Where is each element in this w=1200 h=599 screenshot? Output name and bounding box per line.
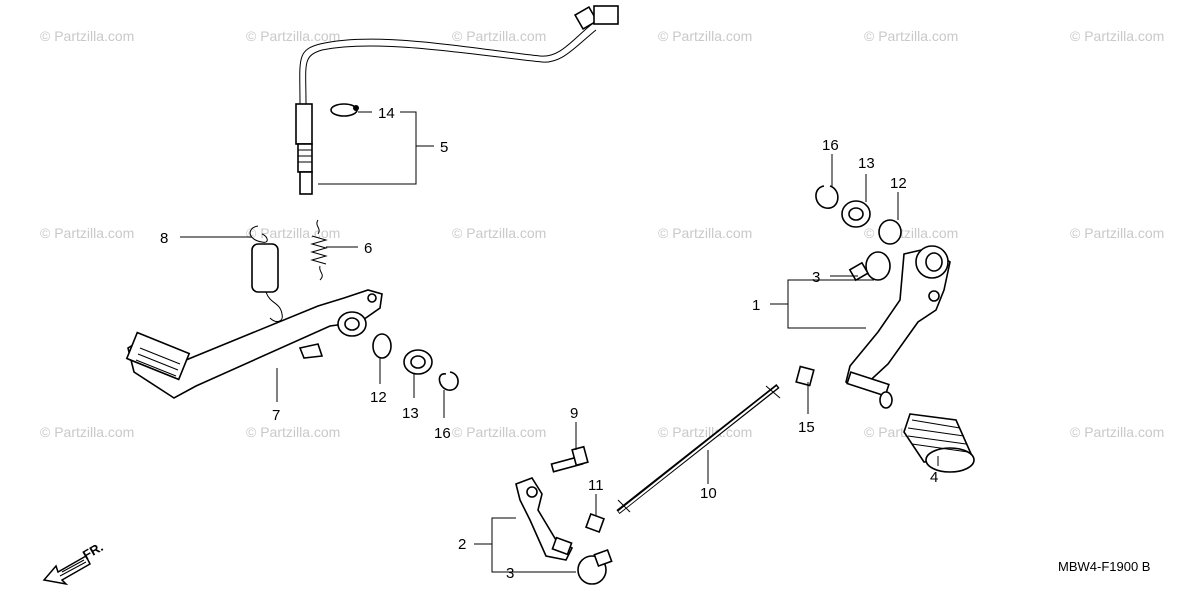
- watermark-grid: © Partzilla.com © Partzilla.com © Partzi…: [40, 28, 1164, 440]
- front-arrow-icon: FR.: [42, 539, 106, 586]
- clip-part: [330, 103, 358, 117]
- leader-lines: [180, 111, 939, 573]
- tie-rod-part: [616, 384, 781, 514]
- watermark: © Partzilla.com: [452, 424, 546, 440]
- ball-joint-part: [577, 548, 613, 585]
- callout-5: 5: [440, 139, 448, 156]
- thick-washer-hole-right: [848, 207, 864, 221]
- watermark: © Partzilla.com: [864, 225, 958, 241]
- bolt-part: [550, 445, 589, 473]
- watermark: © Partzilla.com: [40, 225, 134, 241]
- diagram-code: MBW4-F1900 B: [1058, 559, 1150, 574]
- callout-1: 1: [752, 297, 760, 314]
- brake-switch-assembly: [295, 5, 619, 195]
- callout-16: 16: [434, 425, 451, 442]
- watermark: © Partzilla.com: [658, 225, 752, 241]
- switch-spring: [310, 219, 328, 281]
- watermark: © Partzilla.com: [658, 424, 752, 440]
- callout-4: 4: [930, 469, 938, 486]
- watermark: © Partzilla.com: [1070, 225, 1164, 241]
- pivot-bolt-right: [848, 251, 891, 282]
- small-nut-part: [585, 513, 605, 533]
- watermark: © Partzilla.com: [658, 28, 752, 44]
- callout-11: 11: [588, 477, 604, 494]
- watermark: © Partzilla.com: [40, 28, 134, 44]
- callout-12: 12: [370, 389, 387, 406]
- clip-dot: [353, 105, 359, 111]
- watermark: © Partzilla.com: [1070, 424, 1164, 440]
- callout-10: 10: [700, 485, 717, 502]
- callout-8: 8: [160, 230, 168, 247]
- callout-13-right: 13: [858, 155, 875, 172]
- washer-part: [372, 333, 392, 359]
- brake-pedal-part: [125, 289, 383, 399]
- watermark: © Partzilla.com: [452, 28, 546, 44]
- snap-ring-part-right: [815, 185, 839, 209]
- callout-2: 2: [458, 536, 466, 553]
- watermark: © Partzilla.com: [246, 28, 340, 44]
- nut-part: [795, 365, 815, 387]
- watermark: © Partzilla.com: [452, 225, 546, 241]
- callout-15: 15: [798, 419, 815, 436]
- watermark: © Partzilla.com: [246, 424, 340, 440]
- callouts: 14 5 8 6 7 12 13 16 16 13 12 3 1 15 4 9 …: [160, 105, 938, 582]
- watermark: © Partzilla.com: [864, 28, 958, 44]
- shift-arm-part: [515, 477, 574, 561]
- thick-washer-hole: [410, 355, 426, 369]
- callout-3-bottom: 3: [506, 565, 514, 582]
- callout-16-right: 16: [822, 137, 839, 154]
- watermark: © Partzilla.com: [246, 225, 340, 241]
- watermark: © Partzilla.com: [1070, 28, 1164, 44]
- callout-7: 7: [272, 407, 280, 424]
- washer-part-right: [878, 219, 902, 245]
- callout-14: 14: [378, 105, 395, 122]
- brake-pedal-spring: [249, 225, 283, 322]
- callout-9: 9: [570, 405, 578, 422]
- gearshift-pedal-part: [845, 245, 951, 409]
- watermark: © Partzilla.com: [40, 424, 134, 440]
- callout-12-right: 12: [890, 175, 907, 192]
- pedal-rubber-part: [903, 413, 975, 473]
- snap-ring-part: [438, 371, 459, 391]
- callout-6: 6: [364, 240, 372, 257]
- callout-3-right: 3: [812, 269, 820, 286]
- callout-13: 13: [402, 405, 419, 422]
